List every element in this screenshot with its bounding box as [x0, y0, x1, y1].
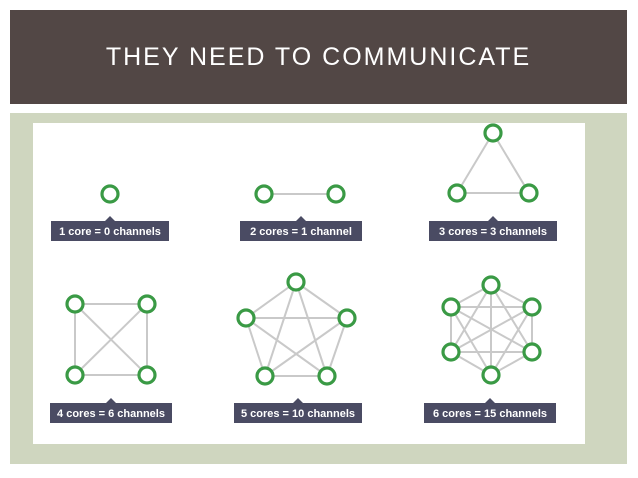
- core-node: [254, 184, 274, 204]
- core-node: [326, 184, 346, 204]
- core-node: [441, 342, 461, 362]
- channel-line: [264, 317, 348, 377]
- core-channel-label: 6 cores = 15 channels: [433, 408, 547, 420]
- core-node: [519, 183, 539, 203]
- core-node: [137, 365, 157, 385]
- channel-line: [245, 317, 266, 377]
- core-channel-label: 5 cores = 10 channels: [241, 408, 355, 420]
- core-node: [337, 308, 357, 328]
- core-node: [522, 342, 542, 362]
- core-node: [65, 365, 85, 385]
- core-node: [286, 272, 306, 292]
- label-box: [429, 216, 557, 241]
- core-node: [317, 366, 337, 386]
- slide-title: THEY NEED TO COMMUNICATE: [105, 42, 532, 71]
- label-box: [424, 398, 556, 423]
- channel-line: [456, 132, 494, 194]
- core-node: [441, 297, 461, 317]
- title-bar: THEY NEED TO COMMUNICATE: [10, 10, 627, 104]
- channel-line: [295, 281, 348, 319]
- core-network-diagrams: 1 core = 0 channels 2 cores = 1 channel 3 …: [50, 123, 557, 423]
- network-1-cores: 1 core = 0 channels: [51, 184, 169, 241]
- core-node: [255, 366, 275, 386]
- label-box: [51, 216, 169, 241]
- core-node: [447, 183, 467, 203]
- channel-line: [450, 306, 533, 353]
- core-channel-label: 4 cores = 6 channels: [57, 408, 165, 420]
- core-node: [483, 123, 503, 143]
- network-4-cores: 4 cores = 6 channels: [50, 294, 172, 423]
- channel-line: [245, 317, 328, 377]
- network-6-cores: 6 cores = 15 channels: [424, 275, 556, 423]
- core-node: [481, 275, 501, 295]
- channel-line: [326, 317, 348, 377]
- core-node: [236, 308, 256, 328]
- channel-line: [492, 132, 530, 194]
- label-box: [234, 398, 362, 423]
- core-node: [100, 184, 120, 204]
- label-box: [50, 398, 172, 423]
- core-node: [137, 294, 157, 314]
- channel-line: [264, 281, 297, 377]
- channel-line: [245, 281, 297, 319]
- channel-line: [74, 303, 148, 376]
- core-channel-label: 1 core = 0 channels: [59, 226, 161, 238]
- core-node: [522, 297, 542, 317]
- network-2-cores: 2 cores = 1 channel: [240, 184, 362, 241]
- channel-line: [450, 306, 492, 376]
- core-channel-label: 3 cores = 3 channels: [439, 226, 547, 238]
- diagram-panel: 1 core = 0 channels 2 cores = 1 channel 3 …: [33, 123, 585, 444]
- network-5-cores: 5 cores = 10 channels: [234, 272, 362, 423]
- core-node: [65, 294, 85, 314]
- core-node: [481, 365, 501, 385]
- core-channel-label: 2 cores = 1 channel: [250, 226, 352, 238]
- channel-line: [295, 281, 328, 377]
- network-3-cores: 3 cores = 3 channels: [429, 123, 557, 241]
- label-box: [240, 216, 362, 241]
